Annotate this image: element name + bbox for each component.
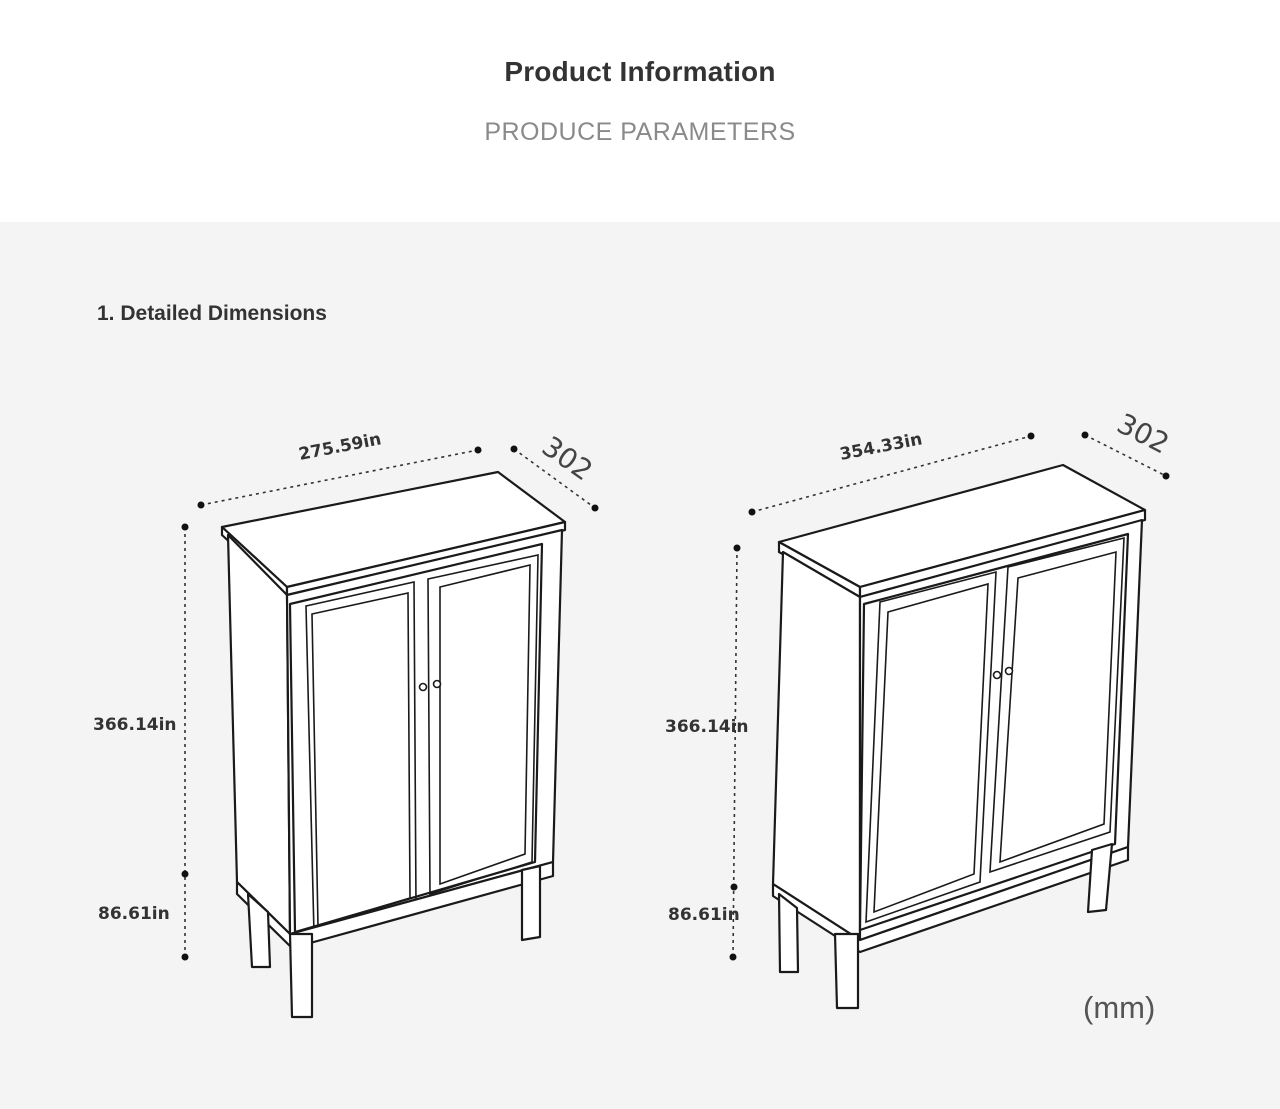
section-title: 1. Detailed Dimensions [97,302,327,325]
unit-label: (mm) [1083,990,1156,1025]
right-width-label: 354.33in [838,429,924,465]
dimension-drawing: 275.59in 302 366.14in 86.61in [93,407,1175,1019]
left-height-label: 366.14in [93,715,177,735]
left-cabinet-illustration [220,470,567,1019]
right-leg-label: 86.61in [668,905,740,925]
left-width-label: 275.59in [297,429,383,465]
header: Product Information PRODUCE PARAMETERS [0,0,1280,222]
left-depth-label: 302 [536,430,599,488]
left-leg-label: 86.61in [98,904,170,924]
dimensions-panel: 1. Detailed Dimensions [0,222,1280,1109]
right-cabinet-illustration [771,463,1147,1010]
page-subtitle: PRODUCE PARAMETERS [484,118,796,146]
right-height-label: 366.14in [665,717,749,737]
page-title: Product Information [504,56,776,87]
right-depth-label: 302 [1112,407,1175,461]
